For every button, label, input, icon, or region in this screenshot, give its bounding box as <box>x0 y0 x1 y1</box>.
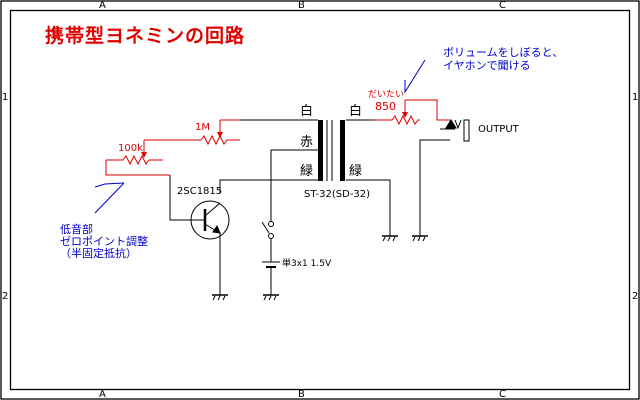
pot-1m-label: 1M <box>195 122 210 133</box>
pin-secondary-top: 白 <box>349 104 363 119</box>
pot-850-resistor <box>375 114 420 126</box>
pot-1m-resistor <box>144 134 240 146</box>
output-jack <box>445 119 470 142</box>
transformer-st32 <box>318 120 345 181</box>
red-wiring <box>105 99 450 176</box>
black-wiring <box>169 119 455 295</box>
pot-850-label: 850 <box>375 100 396 113</box>
ground-emitter <box>212 294 228 301</box>
battery-label: 単3x1 1.5V <box>282 259 332 269</box>
transformer-label: ST-32(SD-32) <box>304 189 371 200</box>
ground-output <box>412 235 428 242</box>
transistor-2sc1815 <box>190 200 230 240</box>
ground-symbols <box>212 235 428 301</box>
diagram-title: 携帯型ヨネミンの回路 <box>45 25 246 47</box>
column-label-b-top: B <box>298 0 305 11</box>
volume-note-line1: ボリュームをしぼると、 <box>443 46 564 59</box>
pot-100k-label: 100k <box>118 143 143 154</box>
column-label-c-bottom: C <box>499 389 506 400</box>
power-switch <box>261 221 274 239</box>
pin-primary-mid: 赤 <box>300 135 314 150</box>
output-label: OUTPUT <box>478 124 519 135</box>
bass-note-line2: ゼロポイント調整 <box>60 235 148 248</box>
pin-primary-bottom: 緑 <box>300 164 314 179</box>
column-label-a-bottom: A <box>99 389 106 400</box>
column-label-b-bottom: B <box>298 389 305 400</box>
column-label-a-top: A <box>99 0 106 11</box>
approx-label: だいたい <box>368 90 405 100</box>
transistor-label: 2SC1815 <box>177 186 223 197</box>
row-label-2-right: 2 <box>632 291 639 302</box>
bass-note-line3: （半固定抵抗） <box>60 247 137 260</box>
column-label-c-top: C <box>499 0 506 11</box>
pot-100k-resistor <box>106 154 163 166</box>
volume-note-line2: イヤホンで聞ける <box>443 59 531 72</box>
pin-secondary-bottom: 緑 <box>349 164 363 179</box>
annotation-pointers <box>94 59 426 214</box>
row-label-2-left: 2 <box>2 291 9 302</box>
pin-primary-top: 白 <box>300 104 314 119</box>
bass-note-line1: 低音部 <box>60 223 93 236</box>
ground-secondary <box>382 235 398 242</box>
wiper-arrows <box>141 112 408 158</box>
battery <box>262 261 280 268</box>
ground-battery <box>263 294 279 301</box>
row-label-1-right: 1 <box>632 92 639 103</box>
row-label-1-left: 1 <box>2 92 9 103</box>
